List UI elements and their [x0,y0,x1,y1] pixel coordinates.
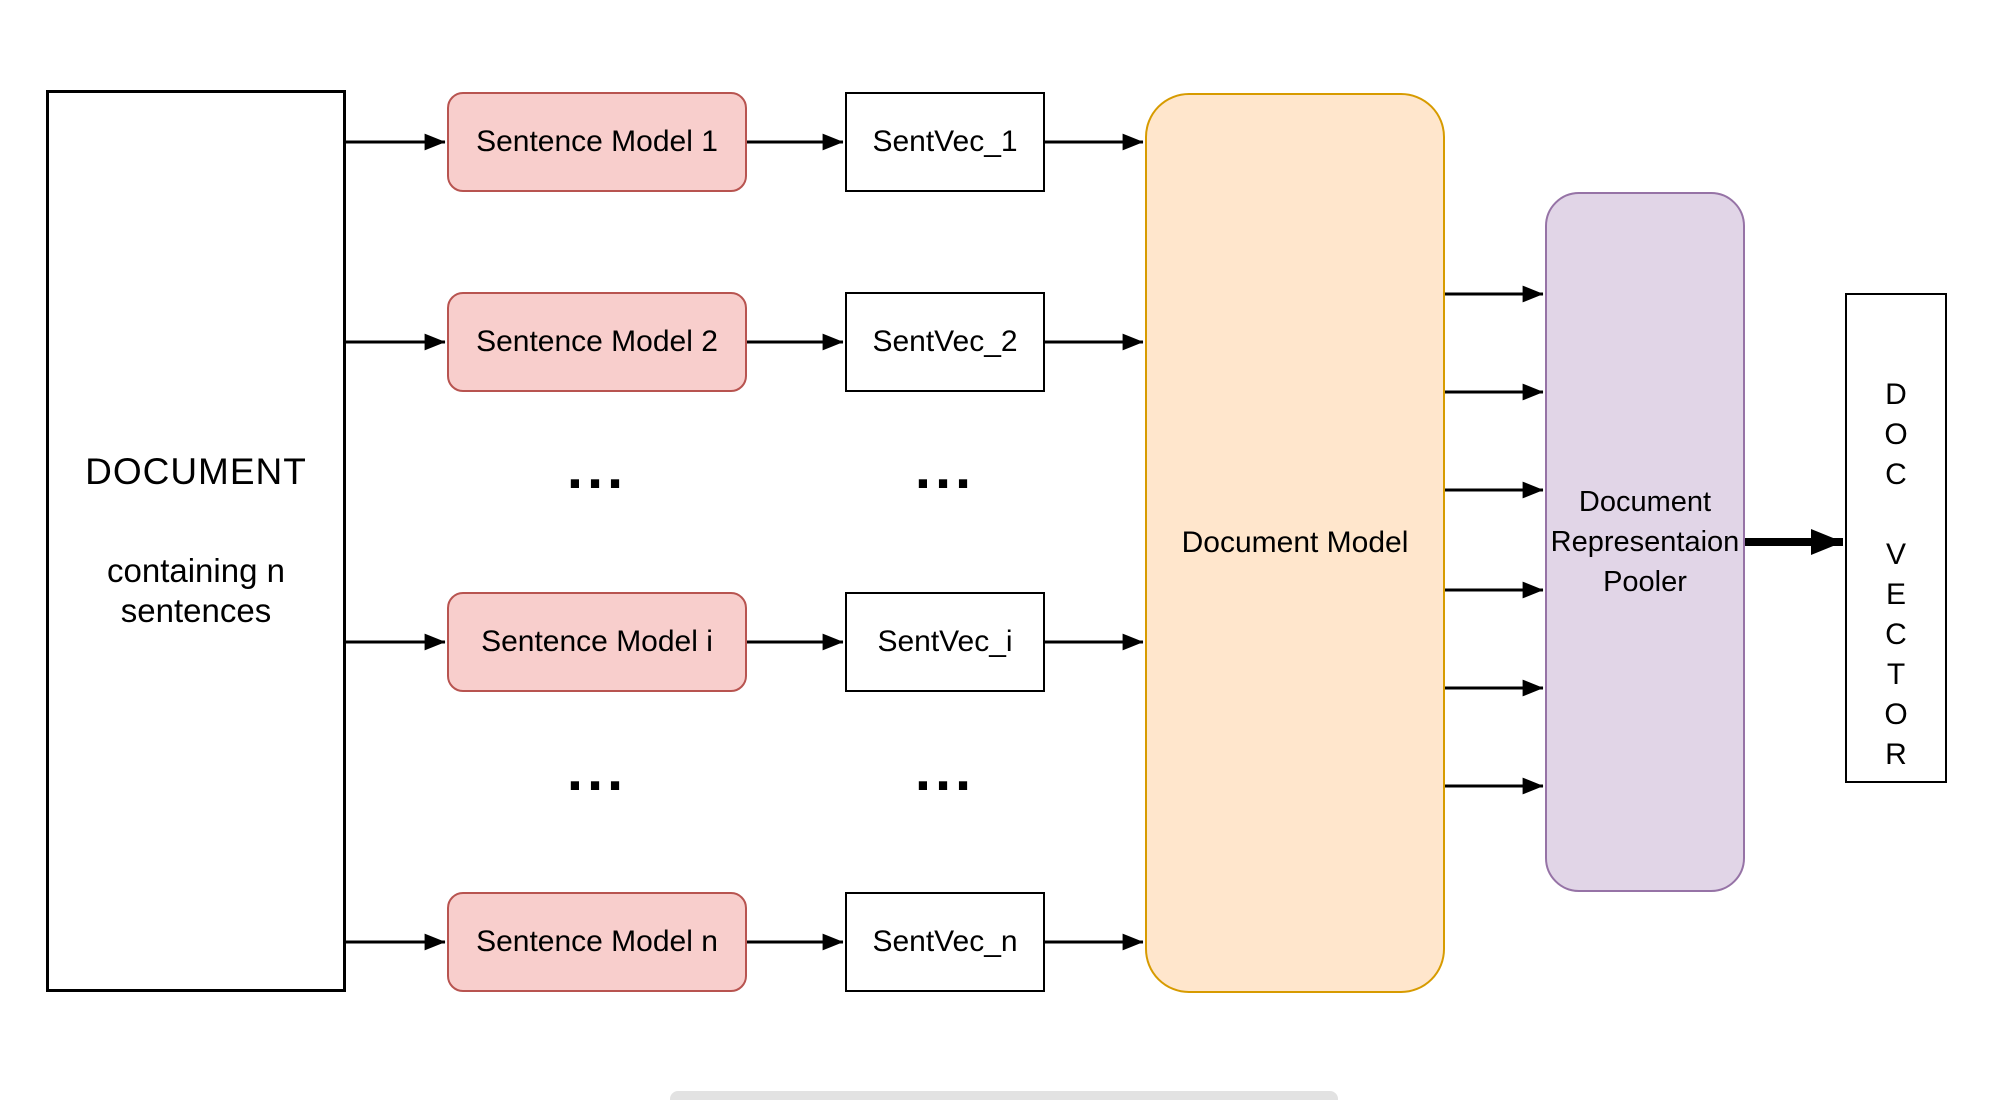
ellipsis-models-upper: ... [566,436,628,501]
doc-vector-box: D O C V E C T O R [1845,293,1947,783]
ellipsis-vectors-lower: ... [914,738,976,803]
doc-vector-letter: C [1885,458,1907,491]
document-representation-pooler-label: Document Representaion Pooler [1550,486,1740,598]
sentence-model-2-label: Sentence Model 2 [476,325,718,358]
doc-vector-letter: C [1885,618,1907,651]
sentvec-1-box: SentVec_1 [845,92,1045,192]
horizontal-scrollbar-thumb[interactable] [670,1091,1338,1100]
sentvec-2-box: SentVec_2 [845,292,1045,392]
sentence-model-i-label: Sentence Model i [481,625,713,658]
ellipsis-models-lower: ... [566,738,628,803]
doc-vector-letter: T [1886,658,1906,691]
sentvec-i-box: SentVec_i [845,592,1045,692]
sentvec-1-label: SentVec_1 [872,125,1018,158]
sentence-model-1-label: Sentence Model 1 [476,125,718,158]
document-box-title: DOCUMENT [85,451,307,492]
sentvec-i-label: SentVec_i [877,625,1013,658]
doc-vector-letter: R [1885,738,1907,771]
sentence-model-n-label: Sentence Model n [476,925,718,958]
document-model-label: Document Model [1181,526,1409,559]
doc-vector-letter: O [1884,698,1908,731]
doc-vector-letter: V [1885,538,1906,571]
sentvec-n-box: SentVec_n [845,892,1045,992]
sentence-model-i-box: Sentence Model i [447,592,747,692]
document-representation-pooler-box: Document Representaion Pooler [1545,192,1745,892]
document-box-subtitle-line1: containing n [107,552,285,589]
doc-vector-letter: O [1884,418,1908,451]
arrows-models-to-vectors [747,133,844,951]
arrows-document-model-to-pooler [1445,285,1544,795]
doc-vector-letter: D [1885,378,1907,411]
sentence-model-n-box: Sentence Model n [447,892,747,992]
sentvec-n-label: SentVec_n [872,925,1018,958]
document-box: DOCUMENT containing n sentences [46,90,346,992]
document-box-subtitle-line2: sentences [120,592,272,629]
doc-vector-letter: E [1885,578,1906,611]
document-model-box: Document Model [1145,93,1445,993]
ellipsis-vectors-upper: ... [914,436,976,501]
sentence-model-1-box: Sentence Model 1 [447,92,747,192]
arrows-document-to-models [346,133,446,951]
sentence-model-2-box: Sentence Model 2 [447,292,747,392]
arrows-vectors-to-document-model [1045,133,1144,951]
document-box-subtitle: containing n sentences [107,551,285,631]
sentvec-2-label: SentVec_2 [872,325,1018,358]
